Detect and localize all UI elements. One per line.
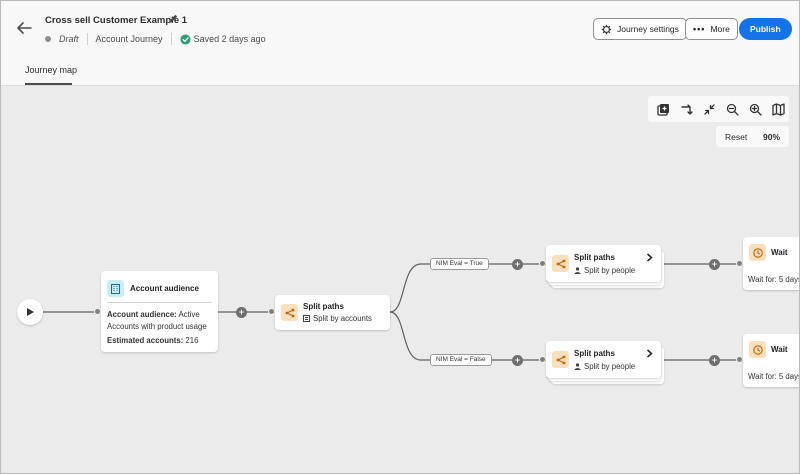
wait-duration: Wait for: 5 days (748, 372, 800, 381)
estimated-accounts-label: Estimated accounts: (107, 336, 184, 345)
status-label: Draft (59, 34, 79, 44)
input-port (94, 308, 101, 315)
node-subtitle: Split by people (574, 266, 635, 275)
wait-node[interactable]: Wait Wait for: 5 days (743, 334, 800, 387)
split-share-icon (556, 355, 565, 364)
reset-zoom-button[interactable]: Reset (725, 131, 748, 142)
split-type-label: Split by people (584, 362, 636, 371)
node-title: Split paths (303, 302, 344, 311)
status-dot (45, 36, 51, 42)
wait-duration: Wait for: 5 days (748, 275, 800, 284)
map-icon[interactable] (769, 100, 788, 119)
play-icon (27, 308, 34, 316)
start-node-button[interactable] (17, 299, 43, 325)
estimated-accounts: Estimated accounts: 216 (107, 336, 198, 345)
zoom-level: 90% (762, 131, 780, 142)
add-activity-button[interactable]: + (512, 259, 523, 270)
input-port (539, 356, 546, 363)
audience-desc-value: Active Accounts with product usage (107, 310, 207, 331)
header-bar: Cross sell Customer Example 1 Draft Acco… (1, 1, 799, 86)
audience-icon-badge (107, 280, 124, 297)
gear-settings-icon (601, 24, 612, 34)
publish-button[interactable]: Publish (739, 18, 792, 40)
audience-description: Account audience: Active Accounts with p… (107, 309, 213, 333)
clock-icon (752, 247, 763, 258)
add-activity-button[interactable]: + (236, 307, 247, 318)
node-title: Wait (771, 248, 788, 257)
split-by-accounts-node[interactable]: Split paths Split by accounts (275, 295, 390, 330)
building-icon (111, 283, 120, 294)
split-icon-badge (552, 255, 569, 272)
add-activity-button[interactable]: + (709, 355, 720, 366)
chevron-right-icon[interactable] (646, 253, 653, 262)
edit-pencil-icon[interactable] (167, 13, 179, 25)
condition-label-false[interactable]: NIM Eval = False (430, 354, 492, 366)
saved-status: Saved 2 days ago (193, 34, 266, 44)
node-title: Account audience (130, 284, 199, 293)
journey-settings-label: Journey settings (617, 24, 679, 34)
add-activity-button[interactable]: + (512, 355, 523, 366)
input-port (736, 260, 743, 267)
split-icon-badge (552, 351, 569, 368)
journey-meta: Draft Account Journey Saved 2 days ago (45, 33, 266, 45)
split-type-label: Split by people (584, 266, 636, 275)
chevron-right-icon[interactable] (646, 349, 653, 358)
more-dots-icon: ••• (693, 24, 706, 34)
checkmark-circle-icon (180, 33, 191, 45)
building-icon (303, 315, 310, 322)
node-subtitle: Split by people (574, 362, 635, 371)
add-node-icon[interactable] (654, 100, 673, 119)
input-port (539, 260, 546, 267)
journey-title: Cross sell Customer Example 1 (45, 15, 188, 26)
wait-node[interactable]: Wait Wait for: 5 days (743, 237, 800, 290)
node-divider (107, 302, 212, 303)
journey-type: Account Journey (95, 34, 163, 44)
split-type-label: Split by accounts (313, 314, 372, 323)
back-arrow-icon[interactable] (15, 19, 33, 37)
account-audience-node[interactable]: Account audience Account audience: Activ… (101, 271, 218, 352)
canvas-toolbar (648, 96, 789, 122)
node-title: Wait (771, 345, 788, 354)
node-subtitle: Split by accounts (303, 314, 372, 323)
divider (86, 33, 88, 45)
add-activity-button[interactable]: + (709, 259, 720, 270)
split-icon-badge (281, 304, 298, 321)
node-title: Split paths (574, 253, 615, 262)
input-port (268, 308, 275, 315)
more-button[interactable]: ••• More (685, 18, 738, 40)
split-by-people-node[interactable]: Split paths Split by people (546, 245, 661, 282)
zoom-out-icon[interactable] (723, 100, 742, 119)
tab-journey-map[interactable]: Journey map (25, 65, 78, 75)
split-share-icon (556, 259, 565, 268)
split-share-icon (285, 308, 294, 317)
estimated-accounts-value: 216 (183, 336, 199, 345)
wait-icon-badge (749, 244, 766, 261)
divider (170, 33, 172, 45)
person-icon (574, 267, 581, 274)
audience-desc-label: Account audience: (107, 310, 177, 319)
swap-direction-icon[interactable] (677, 100, 696, 119)
clock-icon (752, 344, 763, 355)
input-port (736, 356, 743, 363)
node-title: Split paths (574, 349, 615, 358)
more-label: More (710, 24, 730, 34)
person-icon (574, 363, 581, 370)
wait-icon-badge (749, 341, 766, 358)
condition-label-true[interactable]: NIM Eval = True (430, 258, 489, 270)
collapse-icon[interactable] (700, 100, 719, 119)
zoom-control: Reset 90% (716, 126, 789, 147)
tab-active-indicator (25, 83, 72, 85)
zoom-in-icon[interactable] (746, 100, 765, 119)
split-by-people-node[interactable]: Split paths Split by people (546, 341, 661, 378)
